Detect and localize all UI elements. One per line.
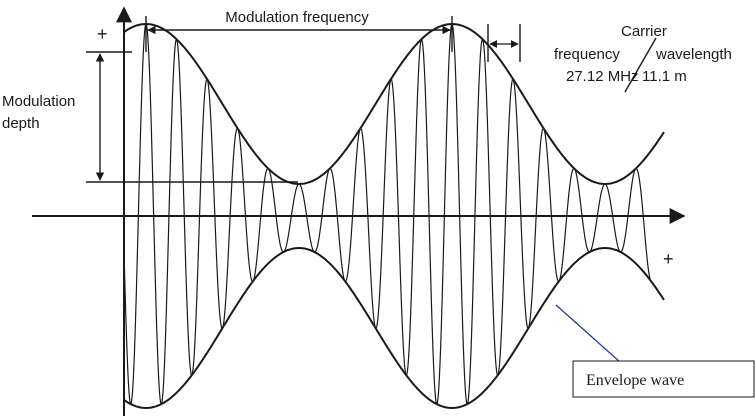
lower-envelope <box>123 247 665 410</box>
modulation-depth-label-2: depth <box>2 115 40 132</box>
carrier-label: Carrier <box>621 23 667 40</box>
carrier-frequency-label: frequency <box>554 46 620 63</box>
y-axis-plus: + <box>97 24 108 44</box>
carrier-frequency-value: 27.12 MHz <box>566 68 639 85</box>
modulation-depth-label-1: Modulation <box>2 93 75 110</box>
carrier-wave-path <box>123 22 651 405</box>
ratio-slash <box>624 37 657 93</box>
carrier-wavelength-label: wavelength <box>655 46 732 63</box>
x-axis-plus: + <box>663 249 674 269</box>
envelope-callout-box <box>572 360 755 398</box>
envelope-pointer <box>555 304 621 363</box>
envelope-wave-label: Envelope wave <box>586 372 684 389</box>
carrier-wave <box>123 22 651 405</box>
carrier-wavelength-value: 11.1 m <box>642 68 687 85</box>
upper-envelope <box>123 22 665 185</box>
modulation-frequency-label: Modulation frequency <box>225 9 369 26</box>
